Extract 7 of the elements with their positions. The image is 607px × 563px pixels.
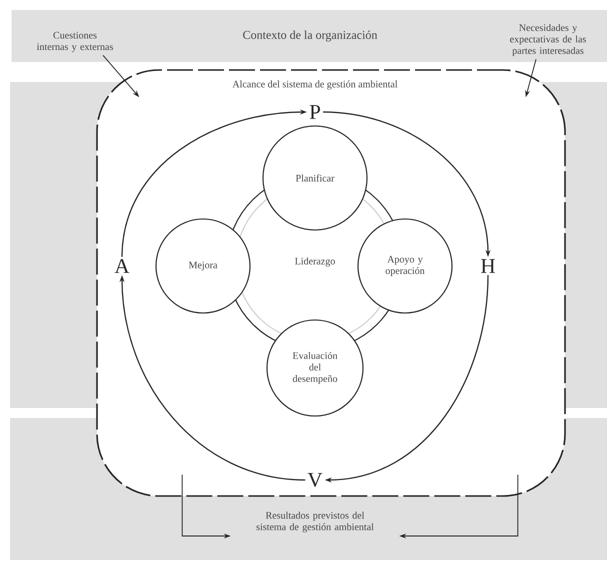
- cycle-letter: P: [310, 105, 320, 119]
- cycle-letter: H: [481, 259, 495, 273]
- text-label: Resultados previstos del sistema de gestión ambiental: [256, 512, 374, 532]
- cycle-letter: V: [308, 472, 322, 488]
- text-label: Cuestiones internas y externas: [36, 32, 113, 52]
- cycle-letter: A: [114, 259, 130, 273]
- text-label: Necesidades y expectativas de las partes interesadas: [510, 24, 586, 56]
